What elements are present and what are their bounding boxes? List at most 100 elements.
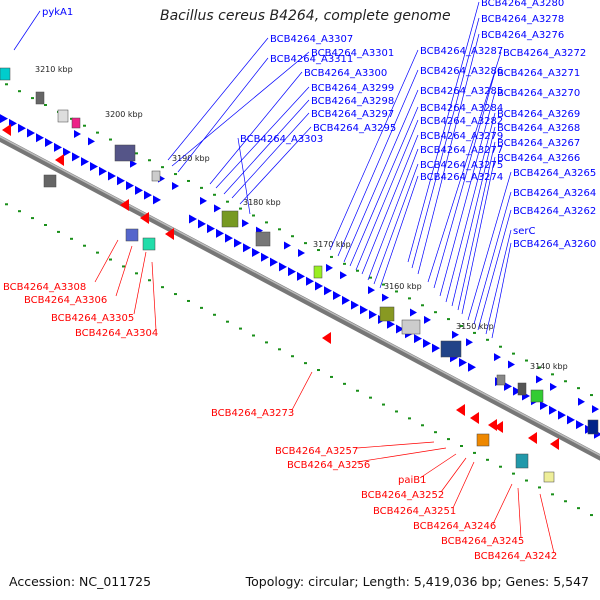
minus-gene-label: BCB4264_A3304: [75, 328, 158, 339]
feature-box: [496, 374, 506, 386]
tick-mark: [135, 272, 138, 275]
minus-strand-gene: [488, 419, 497, 431]
label-leader-line: [539, 493, 555, 554]
tick-mark: [499, 465, 502, 468]
minus-strand-gene: [550, 438, 559, 450]
tick-mark: [330, 255, 333, 258]
plus-gene-label: BCB4264_A3265: [513, 168, 596, 179]
plus-strand-gene: [459, 357, 467, 367]
label-leader-line: [457, 141, 496, 311]
plus-strand-gene: [0, 114, 8, 124]
tick-mark: [239, 207, 242, 210]
plus-strand-gene: [494, 353, 501, 362]
tick-mark: [499, 345, 502, 348]
plus-strand-gene: [326, 263, 333, 272]
plus-strand-gene: [99, 166, 107, 176]
feature-box: [401, 319, 421, 335]
label-leader-line: [473, 191, 512, 325]
scale-ticks: [5, 83, 593, 517]
plus-strand-gene: [592, 405, 599, 414]
plus-strand-gene: [578, 397, 585, 406]
tick-mark: [18, 210, 21, 213]
plus-strand-gene: [252, 248, 260, 257]
plus-strand-gene: [567, 415, 575, 425]
genome-backbone: [0, 135, 600, 461]
plus-strand-gene: [324, 286, 332, 296]
label-leader-line: [485, 229, 512, 335]
tick-mark: [70, 237, 73, 240]
plus-strand-gene: [214, 204, 221, 213]
plus-strand-gene: [45, 138, 53, 148]
tick-mark: [590, 394, 593, 397]
plus-strand-gene: [340, 271, 347, 280]
plus-strand-gene: [508, 360, 515, 369]
plus-strand-gene: [360, 305, 368, 315]
plus-strand-gene: [207, 224, 215, 234]
tick-mark: [525, 359, 528, 362]
feature-box: [71, 117, 81, 129]
plus-strand-gene: [189, 214, 197, 224]
accession-text: Accession: NC_011725: [9, 574, 152, 589]
tick-mark: [304, 362, 307, 365]
plus-strand-gene: [234, 238, 242, 248]
tick-mark: [161, 286, 164, 289]
tick-mark: [408, 417, 411, 420]
tick-mark: [96, 131, 99, 134]
plus-gene-label: BCB4264_A3297: [311, 109, 394, 120]
label-leader-line: [491, 242, 512, 339]
tick-mark: [551, 373, 554, 376]
genome-summary-text: Topology: circular; Length: 5,419,036 bp…: [245, 574, 589, 589]
label-leader-line: [343, 89, 419, 263]
minus-gene-label: BCB4264_A3251: [373, 506, 456, 517]
label-leader-line: [411, 17, 480, 269]
minus-gene-label: BCB4264_A3246: [413, 521, 496, 532]
plus-strand-gene: [270, 257, 278, 267]
plus-gene-label: BCB4264_A3299: [311, 83, 394, 94]
label-leader-line: [439, 91, 496, 297]
tick-mark: [330, 375, 333, 378]
tick-mark: [382, 283, 385, 286]
label-leader-line: [452, 461, 475, 509]
feature-box: [151, 170, 161, 182]
minus-strand-gene: [470, 412, 479, 424]
plus-gene-label: BCB4264_A3272: [503, 48, 586, 59]
plus-strand-gene: [36, 133, 44, 143]
tick-mark: [161, 166, 164, 169]
tick-mark: [577, 507, 580, 510]
minus-strand-gene: [55, 154, 64, 166]
label-leader-line: [355, 119, 419, 271]
gene-features: [0, 67, 600, 483]
label-leader-line: [209, 71, 303, 185]
feature-box: [0, 67, 11, 81]
tick-mark: [148, 279, 151, 282]
label-leader-line: [239, 126, 312, 205]
plus-gene-label: BCB4264_A3266: [497, 153, 580, 164]
tick-mark: [447, 318, 450, 321]
tick-mark: [564, 380, 567, 383]
feature-box: [530, 389, 544, 403]
minus-gene-label: BCB4264_A3242: [474, 551, 557, 562]
tick-mark: [564, 500, 567, 503]
tick-mark: [109, 258, 112, 261]
plus-strand-gene: [88, 137, 95, 146]
plus-gene-label: BCB4264_A3278: [481, 14, 564, 25]
label-leader-line: [445, 112, 496, 303]
label-leader-line: [467, 171, 512, 321]
label-leader-line: [177, 57, 269, 173]
feature-box: [142, 237, 156, 251]
tick-mark: [434, 311, 437, 314]
label-leader-line: [407, 1, 480, 263]
minus-strand-gene: [120, 199, 129, 211]
label-leader-line: [440, 457, 467, 493]
tick-mark: [265, 341, 268, 344]
plus-strand-gene: [423, 338, 431, 348]
plus-strand-gene: [126, 181, 134, 191]
tick-mark: [135, 152, 138, 155]
plus-gene-label: BCB4264_A3264: [513, 188, 596, 199]
label-leader-line: [237, 137, 251, 215]
scale-label: 3150 kbp: [456, 322, 494, 331]
plus-gene-label: BCB4264_A3282: [420, 116, 503, 127]
plus-strand-gene: [576, 420, 584, 430]
minus-strand-gene: [2, 124, 11, 136]
tick-mark: [343, 262, 346, 265]
